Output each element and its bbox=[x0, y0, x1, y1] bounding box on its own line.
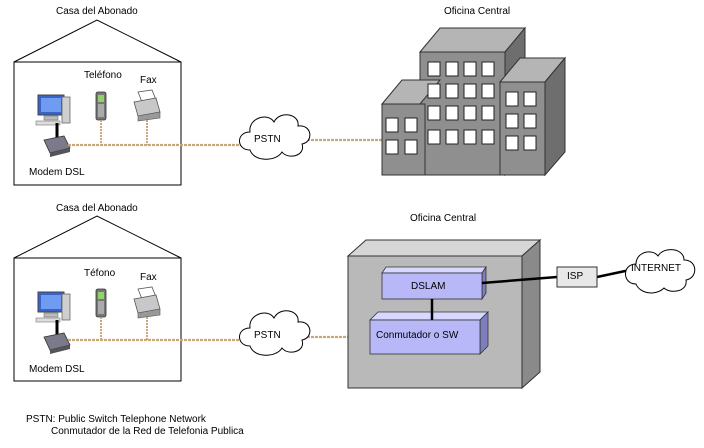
window bbox=[427, 129, 441, 145]
window bbox=[505, 91, 519, 107]
window bbox=[481, 105, 495, 121]
computer-icon bbox=[35, 94, 71, 126]
house-bottom bbox=[13, 215, 182, 382]
modem-label: Modem DSL bbox=[29, 167, 85, 178]
window bbox=[404, 117, 418, 133]
window bbox=[445, 83, 459, 99]
internet-label: INTERNET bbox=[631, 263, 681, 274]
isp-internet-link bbox=[596, 268, 631, 279]
pstn-label: PSTN bbox=[254, 134, 281, 145]
window bbox=[481, 61, 495, 77]
window bbox=[481, 129, 495, 145]
window bbox=[404, 139, 418, 155]
window bbox=[445, 105, 459, 121]
switch-label: Conmutador o SW bbox=[376, 330, 459, 341]
computer-icon bbox=[35, 291, 71, 323]
fax-label: Fax bbox=[140, 272, 157, 283]
window bbox=[481, 83, 495, 99]
modem-label: Modem DSL bbox=[29, 364, 85, 375]
pstn-cloud bbox=[239, 114, 311, 160]
window bbox=[505, 113, 519, 129]
phone-label: Teléfono bbox=[84, 70, 122, 81]
window bbox=[463, 61, 477, 77]
legend-line: Conmutador de la Red de Telefonia Public… bbox=[26, 426, 244, 437]
pstn-cloud bbox=[239, 310, 311, 356]
window bbox=[523, 91, 537, 107]
window bbox=[427, 83, 441, 99]
window bbox=[463, 105, 477, 121]
window bbox=[445, 129, 459, 145]
switch-box bbox=[369, 311, 489, 355]
window bbox=[505, 135, 519, 151]
internet-cloud bbox=[625, 249, 696, 294]
building-windows bbox=[385, 61, 537, 155]
dslam-box bbox=[381, 265, 487, 301]
dslam-label: DSLAM bbox=[411, 281, 446, 292]
window bbox=[427, 61, 441, 77]
pstn-label: PSTN bbox=[254, 330, 281, 341]
legend: PSTN: Public Switch Telephone Network Co… bbox=[26, 414, 244, 438]
mobile-phone-icon bbox=[95, 288, 107, 318]
isp-box bbox=[556, 266, 598, 288]
house-top bbox=[13, 19, 182, 186]
office-label: Oficina Central bbox=[444, 6, 511, 17]
window bbox=[427, 105, 441, 121]
window bbox=[385, 139, 399, 155]
legend-line: PSTN: Public Switch Telephone Network bbox=[26, 414, 206, 425]
dsl-modem-icon bbox=[43, 332, 71, 354]
window bbox=[523, 113, 537, 129]
fax-label: Fax bbox=[140, 75, 157, 86]
office-label: Oficina Central bbox=[410, 213, 477, 224]
window bbox=[385, 117, 399, 133]
fax-printer-icon bbox=[133, 286, 161, 319]
window bbox=[523, 135, 537, 151]
window bbox=[445, 61, 459, 77]
phone-label: Téfono bbox=[84, 268, 116, 279]
isp-label: ISP bbox=[567, 271, 584, 282]
house-label: Casa del Abonado bbox=[56, 6, 138, 17]
window bbox=[463, 129, 477, 145]
house-label: Casa del Abonado bbox=[56, 203, 138, 214]
window bbox=[463, 83, 477, 99]
fax-printer-icon bbox=[133, 89, 161, 122]
dslam-isp-link bbox=[481, 275, 558, 285]
mobile-phone-icon bbox=[95, 91, 107, 121]
dsl-modem-icon bbox=[43, 135, 71, 157]
